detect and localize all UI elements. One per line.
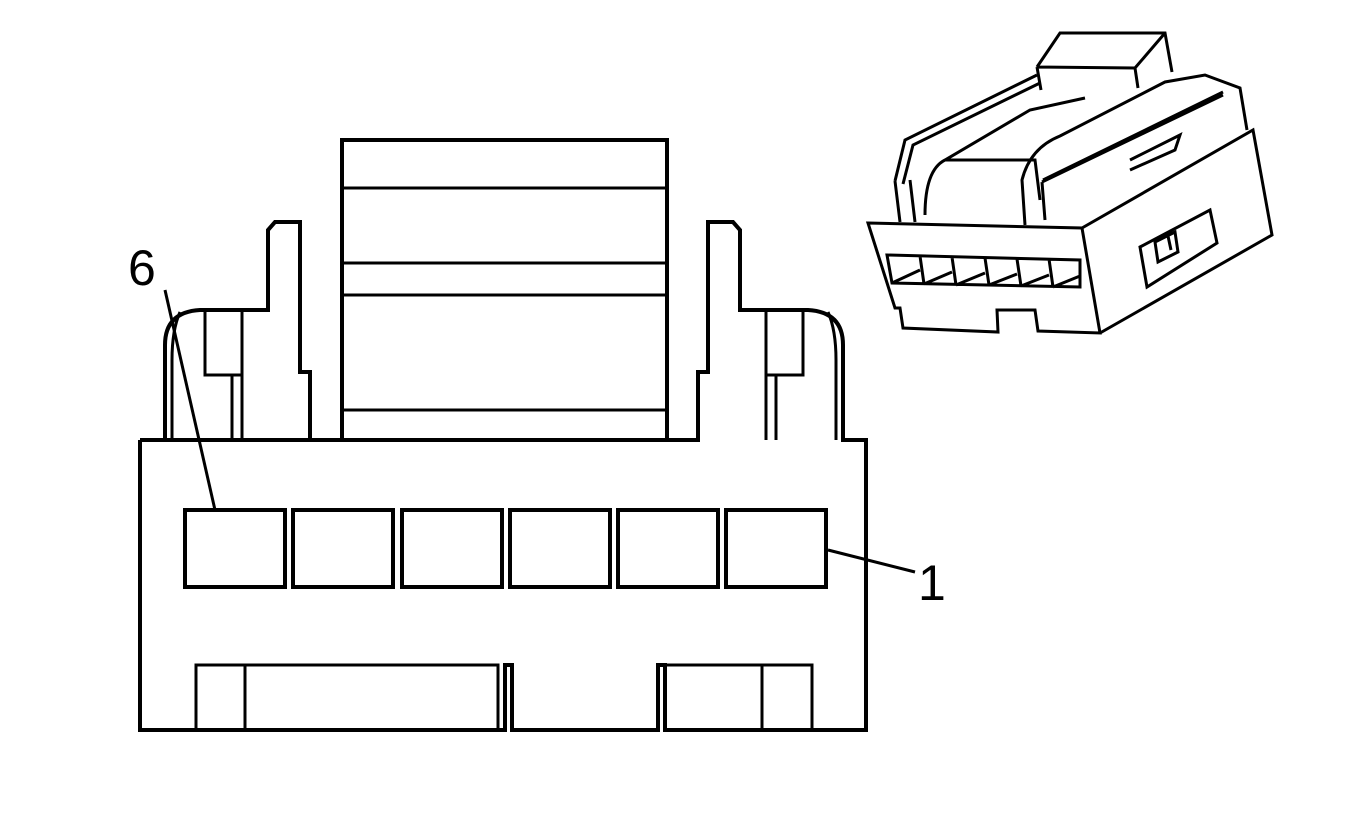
right-latch [764,310,805,440]
left-latch-edge [170,311,182,440]
cavity-5 [291,508,395,589]
iso-left-latch [893,73,1086,223]
connector-front-view: 6 1 [128,138,946,732]
left-latch [203,310,244,440]
cavity-2 [616,508,720,589]
cavity-4 [400,508,504,589]
center-lock-block [340,138,669,442]
bottom-slot-right [665,663,814,730]
connector-isometric-view [865,31,1274,335]
iso-top-tab [1035,31,1174,91]
iso-side-window [1138,207,1219,290]
cavity-6 [183,508,287,589]
cavity-3 [508,508,612,589]
iso-cavity-row [885,253,1082,289]
iso-side-face [1081,127,1274,335]
callout-6-label: 6 [128,240,156,296]
cavity-1 [724,508,828,589]
callout-1-leader [827,548,916,574]
connector-body [138,220,868,732]
lock-ribs [342,186,667,412]
iso-right-latch [1020,73,1249,226]
cavity-row [183,508,828,589]
callout-1-label: 1 [918,555,946,611]
right-latch-edge [826,311,838,440]
callout-6-leader [163,289,217,511]
iso-front-face [865,221,1102,335]
bottom-slot-left [194,663,500,730]
